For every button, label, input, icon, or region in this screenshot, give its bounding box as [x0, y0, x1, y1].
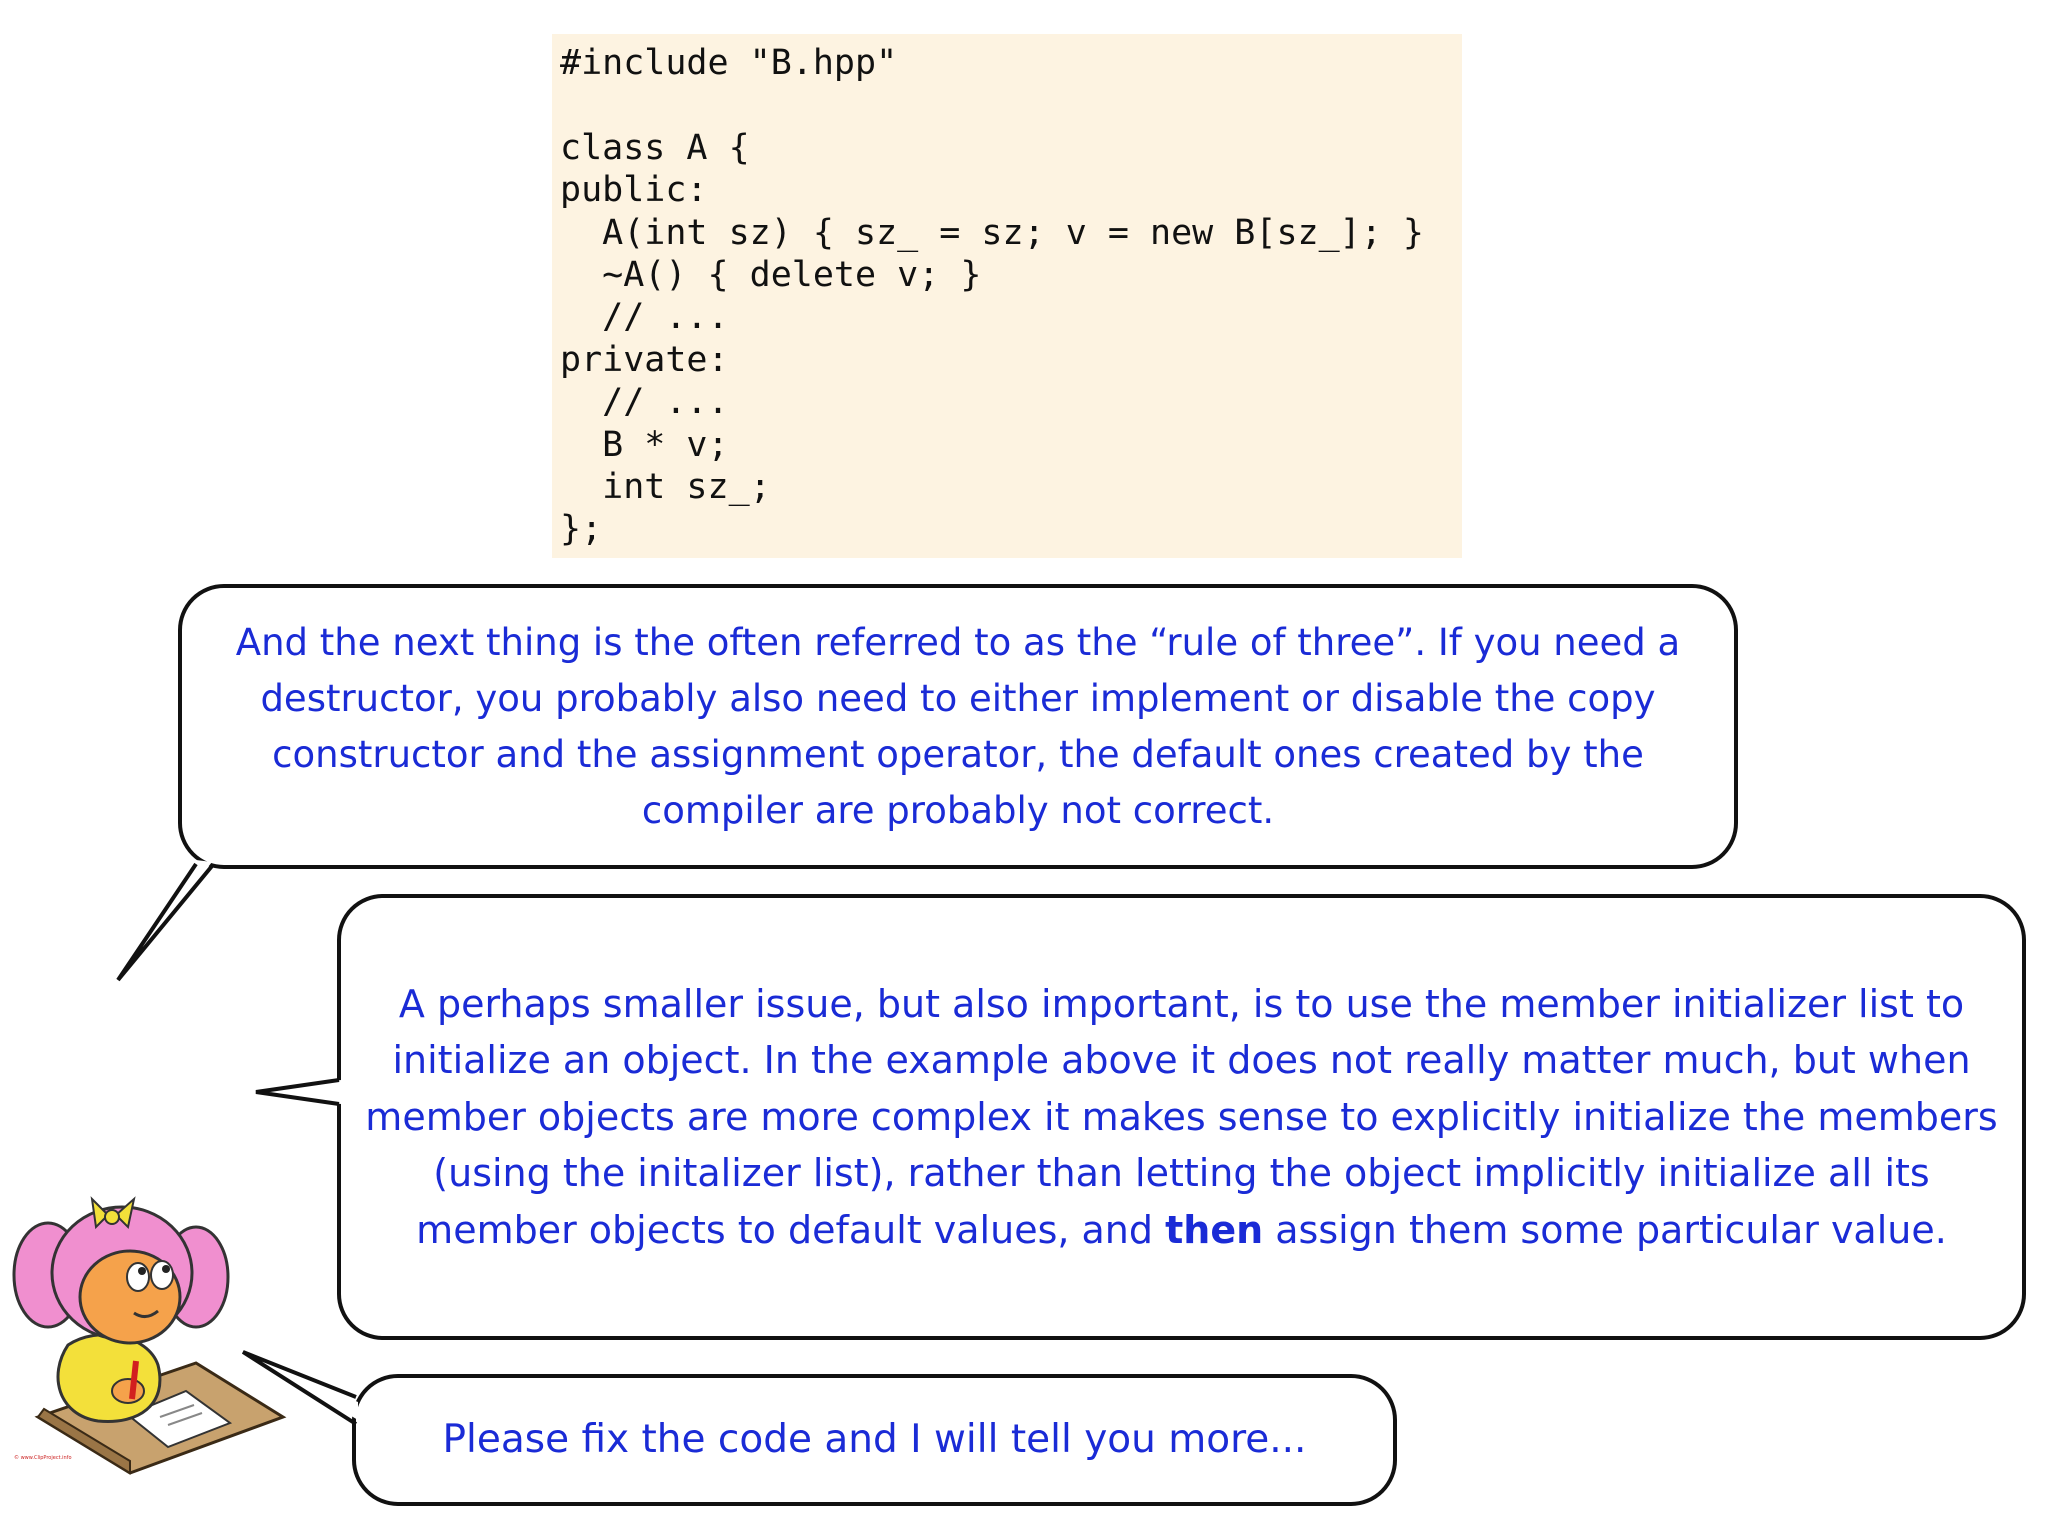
code-line: // ... [560, 382, 729, 423]
code-line: private: [560, 339, 729, 380]
code-line: #include "B.hpp" [560, 43, 898, 83]
speech-bubble-fix-code: Please fix the code and I will tell you … [352, 1374, 1397, 1506]
bubble-text: And the next thing is the often referred… [235, 620, 1681, 832]
girl-at-desk-illustration [12, 1196, 287, 1475]
code-line: B * v; [560, 424, 729, 465]
bubble-text: Please fix the code and I will tell you … [442, 1417, 1307, 1462]
speech-bubble-rule-of-three: And the next thing is the often referred… [178, 584, 1738, 869]
bubble-tail [256, 1080, 341, 1104]
bubble-tail [118, 860, 212, 980]
code-block: #include "B.hpp" class A { public: A(int… [560, 42, 1462, 551]
bubble-tail-outline [255, 1078, 340, 1106]
bubble-text: A perhaps smaller issue, but also import… [355, 976, 2008, 1259]
code-panel: #include "B.hpp" class A { public: A(int… [552, 34, 1462, 558]
speech-bubble-initializer-list: A perhaps smaller issue, but also import… [337, 894, 2026, 1340]
code-line: ~A() { delete v; } [560, 255, 982, 296]
bubble-tail-outline [116, 862, 214, 982]
code-line: public: [560, 170, 708, 211]
bubble-text-part: A perhaps smaller issue, but also import… [365, 981, 1998, 1252]
bubble-text-emphasis: then [1165, 1207, 1264, 1252]
code-line: }; [560, 509, 603, 550]
code-line: class A { [560, 127, 750, 168]
code-line: // ... [560, 297, 729, 338]
code-line: int sz_; [560, 467, 771, 508]
illustration-credit: © www.ClipProject.info [14, 1455, 72, 1461]
bubble-text-part: assign them some particular value. [1263, 1207, 1947, 1252]
code-line: A(int sz) { sz_ = sz; v = new B[sz_]; } [560, 212, 1424, 253]
